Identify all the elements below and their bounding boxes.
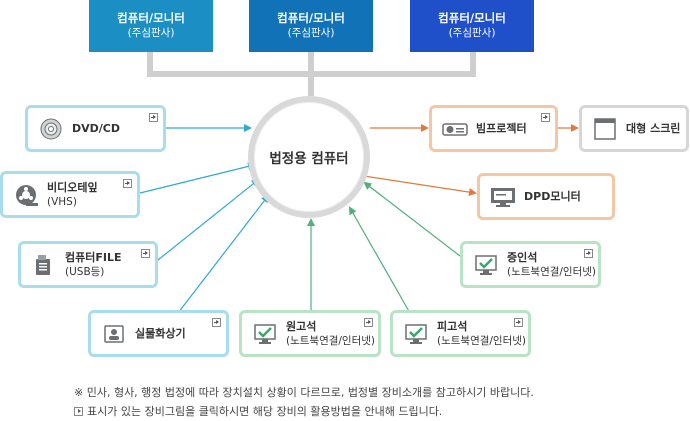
monitor-check-icon	[403, 321, 429, 347]
tape-reel-icon	[13, 182, 39, 208]
info-link-icon[interactable]	[584, 249, 593, 258]
node-dpd-monitor: DPD모니터	[477, 173, 615, 220]
node-label: DVD/CD	[72, 121, 120, 135]
node-defendant-seat[interactable]: 피고석 (노트북연결/인터넷)	[390, 310, 531, 357]
court-computer-hub: 법정용 컴퓨터	[248, 96, 370, 218]
center-label: 법정용 컴퓨터	[269, 151, 349, 167]
info-link-icon[interactable]	[149, 113, 158, 122]
footnotes: ※ 민사, 형사, 행정 법정에 따라 장치설치 상황이 다르므로, 법정별 장…	[74, 383, 534, 421]
node-label: 실물화상기	[135, 326, 186, 340]
node-label: 컴퓨터FILE	[65, 250, 122, 264]
bus-line	[147, 52, 476, 96]
node-sub: (노트북연결/인터넷)	[437, 334, 527, 347]
node-video-tape[interactable]: 비디오테잎 (VHS)	[0, 171, 140, 218]
node-witness-seat[interactable]: 증인석 (노트북연결/인터넷)	[460, 241, 601, 288]
top-monitor-box-1: 컴퓨터/모니터 (주심판사)	[89, 0, 213, 52]
node-label: 비디오테잎	[47, 180, 98, 194]
node-dvd-cd[interactable]: DVD/CD	[25, 105, 166, 152]
note-line-1: ※ 민사, 형사, 행정 법정에 따라 장치설치 상황이 다르므로, 법정별 장…	[74, 386, 534, 399]
info-link-icon[interactable]	[514, 318, 523, 327]
projector-icon	[442, 116, 468, 142]
node-label: 피고석	[437, 319, 468, 333]
node-sub: (USB등)	[65, 265, 105, 278]
node-label: 원고석	[286, 319, 317, 333]
info-link-icon[interactable]	[123, 179, 132, 188]
top-box-title: 컴퓨터/모니터	[117, 11, 185, 25]
node-projector[interactable]: 빔프로젝터	[429, 105, 558, 152]
top-monitor-box-3: 컴퓨터/모니터 (주심판사)	[410, 0, 534, 52]
info-link-icon[interactable]	[212, 318, 221, 327]
node-computer-file[interactable]: 컴퓨터FILE (USB등)	[18, 241, 158, 288]
line-dpd	[363, 175, 477, 197]
top-monitor-box-2: 컴퓨터/모니터 (주심판사)	[249, 0, 373, 52]
info-link-icon[interactable]	[541, 113, 550, 122]
line-file	[157, 178, 260, 261]
node-sub: (VHS)	[47, 195, 77, 208]
line-video	[139, 162, 256, 194]
note-line-2-row: 표시가 있는 장비그림을 클릭하시면 해당 장비의 활용방법을 안내해 드립니다…	[74, 402, 534, 421]
line-presenter	[177, 194, 270, 314]
screen-icon	[592, 116, 618, 142]
node-label: 빔프로젝터	[476, 121, 527, 135]
line-witness	[363, 181, 461, 257]
info-link-icon[interactable]	[141, 249, 150, 258]
monitor-check-icon	[252, 321, 278, 347]
node-large-screen: 대형 스크린	[579, 105, 689, 152]
node-label: 증인석	[507, 250, 538, 264]
info-link-icon[interactable]	[364, 318, 373, 327]
node-sub: (노트북연결/인터넷)	[507, 265, 597, 278]
top-box-title: 컴퓨터/모니터	[438, 11, 506, 25]
top-box-sub: (주심판사)	[127, 27, 175, 39]
line-defendant	[349, 206, 411, 314]
node-document-camera[interactable]: 실물화상기	[88, 310, 229, 357]
node-label: 대형 스크린	[626, 121, 681, 135]
info-link-icon	[74, 407, 83, 416]
disc-icon	[38, 116, 64, 142]
node-plaintiff-seat[interactable]: 원고석 (노트북연결/인터넷)	[239, 310, 381, 357]
node-sub: (노트북연결/인터넷)	[286, 334, 376, 347]
monitor-check-icon	[473, 252, 499, 278]
top-box-sub: (주심판사)	[448, 27, 496, 39]
monitor-icon	[490, 184, 516, 210]
usb-drive-icon	[31, 252, 57, 278]
document-camera-icon	[101, 321, 127, 347]
top-box-sub: (주심판사)	[287, 27, 335, 39]
note-line-2: 표시가 있는 장비그림을 클릭하시면 해당 장비의 활용방법을 안내해 드립니다…	[87, 405, 443, 418]
node-label: DPD모니터	[524, 189, 581, 203]
top-box-title: 컴퓨터/모니터	[277, 11, 345, 25]
